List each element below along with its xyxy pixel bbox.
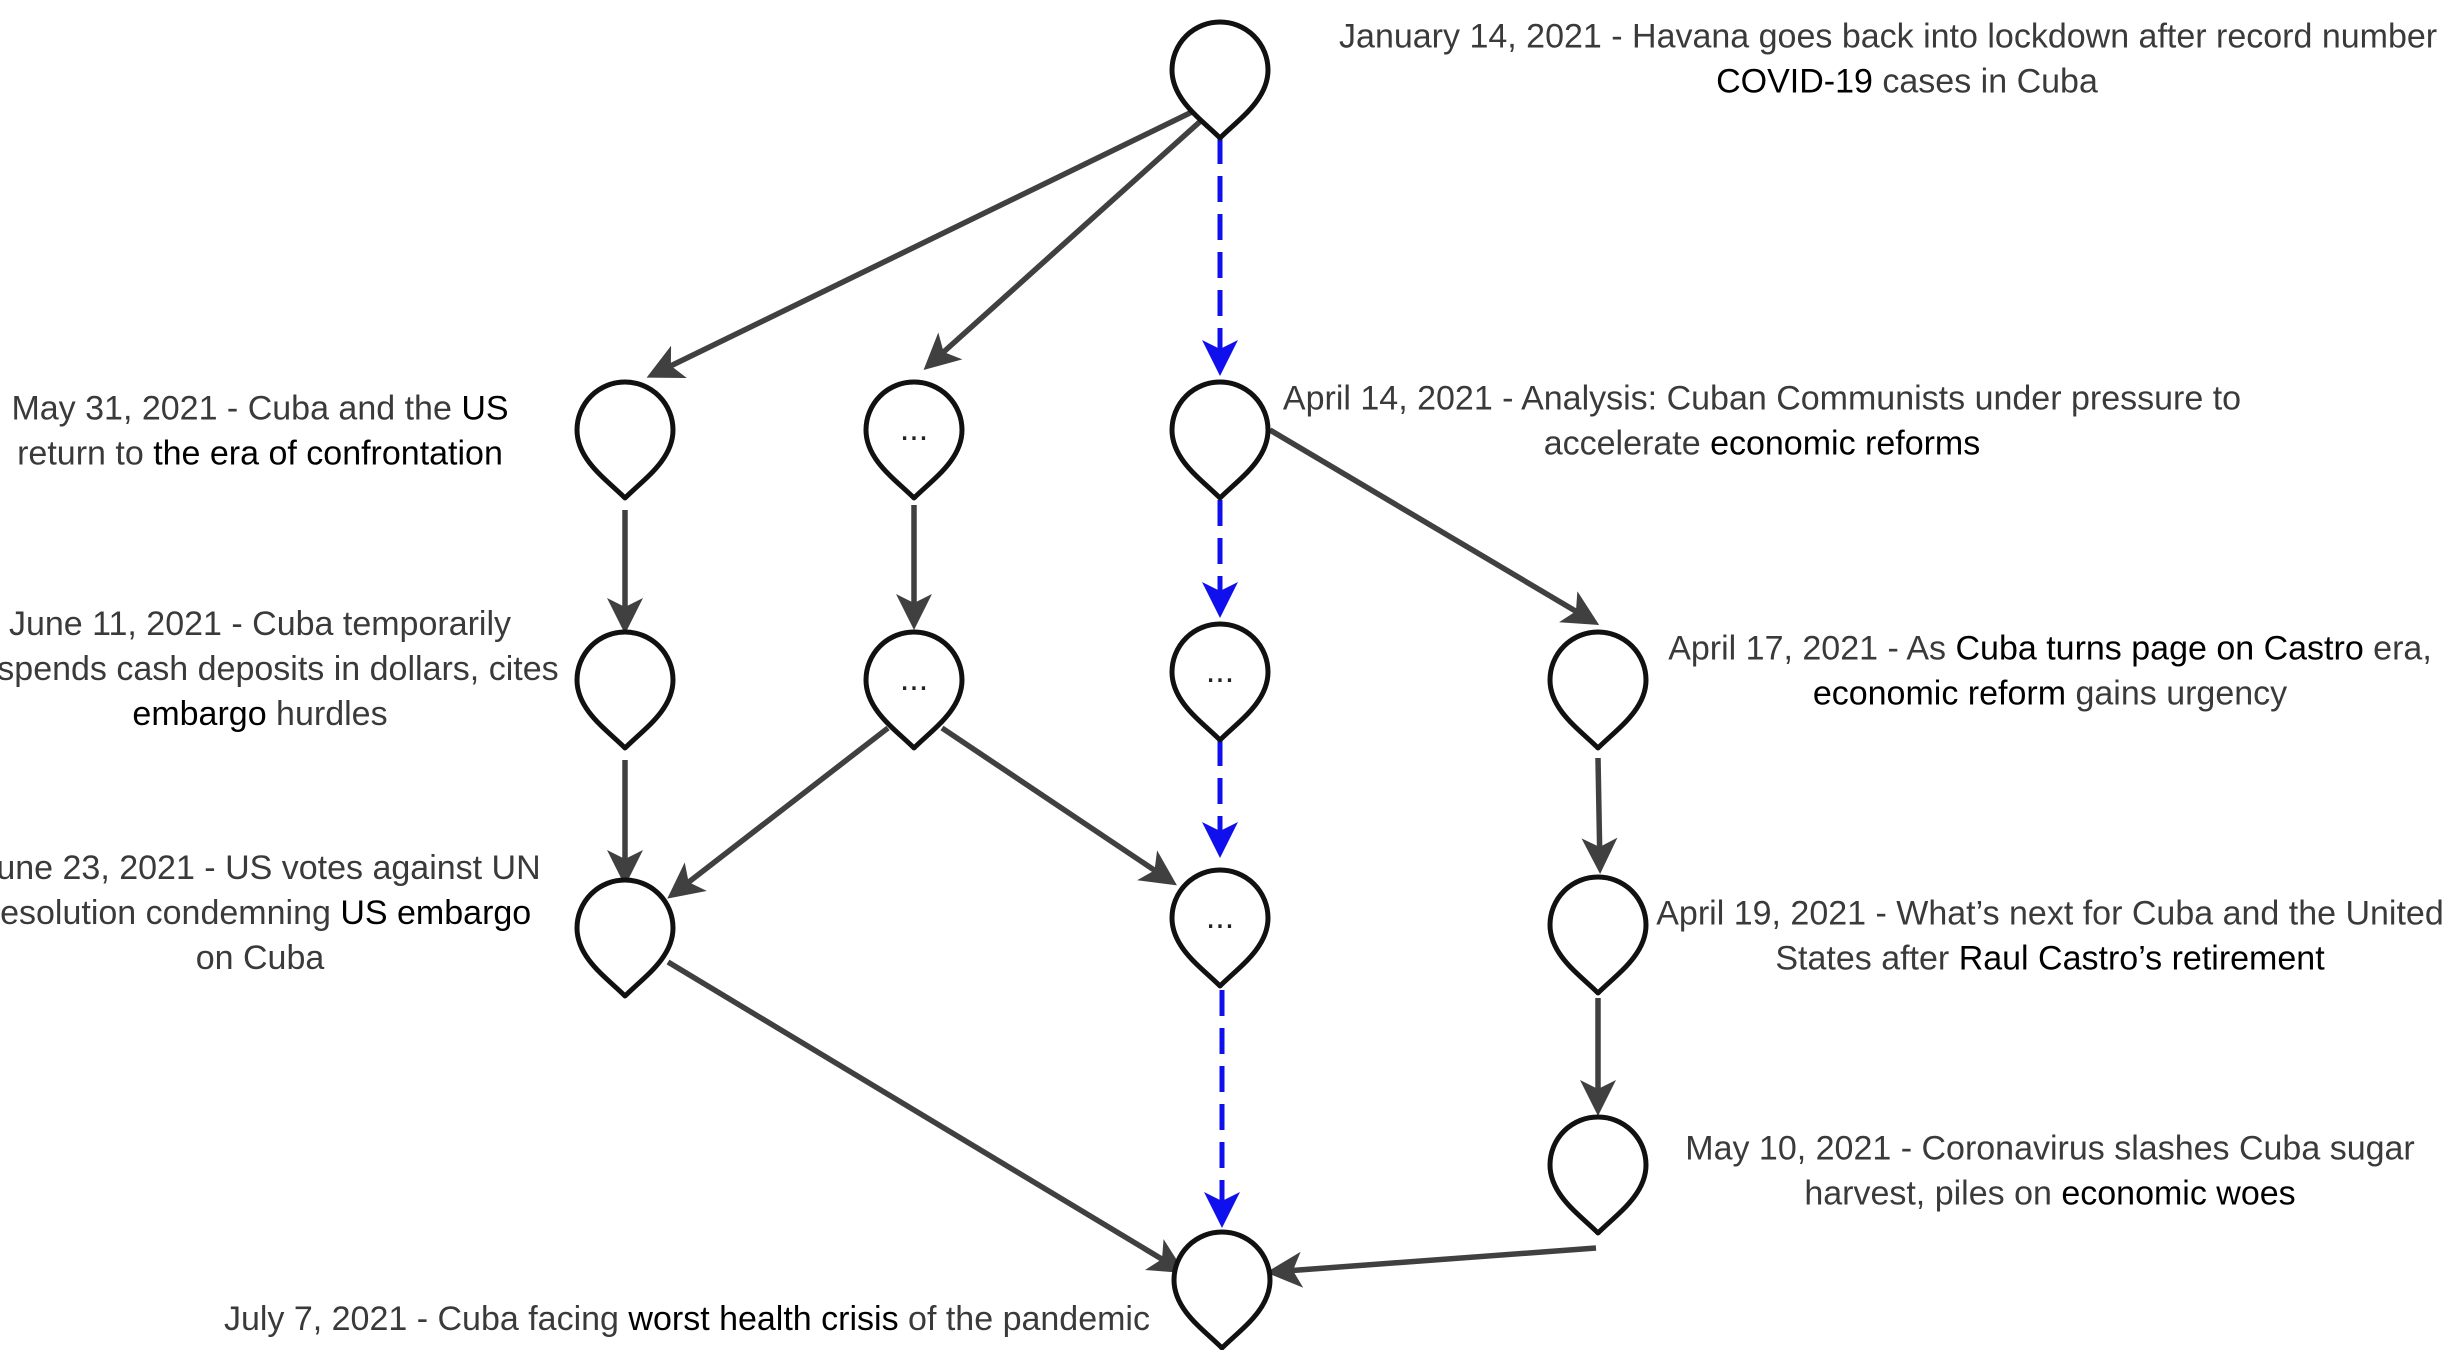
label-text: May 10, 2021 - Coronavirus slashes Cuba … xyxy=(1685,1130,2415,1168)
label-text: April 14, 2021 - Analysis: Cuban Communi… xyxy=(1283,380,2241,418)
node-ellipsis: ... xyxy=(1206,898,1234,936)
node-pin-n_may10 xyxy=(1547,1114,1649,1236)
node-label-line: harvest, piles on economic woes xyxy=(1804,1175,2295,1213)
label-text: June 23, 2021 - US votes against UN xyxy=(0,849,541,887)
node-label-line: April 14, 2021 - Analysis: Cuban Communi… xyxy=(1283,380,2241,418)
label-highlight: worst health crisis xyxy=(627,1300,898,1338)
label-highlight: US embargo xyxy=(340,894,531,932)
edge-n_apr14-to-n_apr17 xyxy=(1268,427,1600,626)
node-label-line: States after Raul Castro’s retirement xyxy=(1775,940,2325,978)
label-text: January 14, 2021 - Havana goes back into… xyxy=(1339,18,2448,56)
node-label-line: economic reform gains urgency xyxy=(1813,675,2287,713)
label-text: harvest, piles on xyxy=(1804,1175,2061,1213)
label-text: resolution condemning xyxy=(0,894,340,932)
labels: January 14, 2021 - Havana goes back into… xyxy=(0,18,2448,1339)
edges xyxy=(607,107,1618,1288)
edge-n_may10-to-n_jul7 xyxy=(1266,1245,1597,1288)
node-label-line: May 31, 2021 - Cuba and the US xyxy=(11,390,508,428)
node-label-line: April 17, 2021 - As Cuba turns page on C… xyxy=(1668,630,2432,668)
label-text: return to xyxy=(17,435,153,473)
label-text: July 7, 2021 - Cuba facing xyxy=(224,1300,628,1338)
node-pin-n_may31 xyxy=(574,379,676,501)
node-label-line: July 7, 2021 - Cuba facing worst health … xyxy=(224,1300,1150,1338)
nodes: ............ xyxy=(574,19,1649,1351)
node-label-line: suspends cash deposits in dollars, cites xyxy=(0,650,559,688)
label-text: April 19, 2021 - What’s next for Cuba an… xyxy=(1656,895,2444,933)
node-label-line: on Cuba xyxy=(196,939,325,977)
node-label-line: May 10, 2021 - Coronavirus slashes Cuba … xyxy=(1685,1130,2415,1168)
node-pin-n_apr17 xyxy=(1547,629,1649,751)
node-label-line: embargo hurdles xyxy=(132,695,387,733)
label-highlight: Raul Castro’s retirement xyxy=(1959,940,2326,978)
node-pin-n_dotsB xyxy=(863,629,965,751)
node-pin-n_jul7 xyxy=(1171,1229,1273,1351)
node-pin-n_apr14 xyxy=(1169,379,1271,501)
label-highlight: embargo xyxy=(132,695,266,733)
node-pin-n_dotsD xyxy=(1169,867,1271,989)
label-text: era, xyxy=(2364,630,2432,668)
edge-n_dotsB-to-n_dotsD xyxy=(940,725,1177,886)
node-pin-n_dotsA xyxy=(863,379,965,501)
label-highlight: US xyxy=(461,390,508,428)
edge-n_jan14-to-n_may31 xyxy=(646,107,1198,379)
label-text: May 31, 2021 - Cuba and the xyxy=(11,390,461,428)
label-text: June 11, 2021 - Cuba temporarily xyxy=(9,605,511,643)
node-label-line: June 11, 2021 - Cuba temporarily xyxy=(9,605,511,643)
node-label-line: return to the era of confrontation xyxy=(17,435,503,473)
node-pin-n_dotsC xyxy=(1169,621,1271,743)
node-label-line: COVID-19 cases in Cuba xyxy=(1716,63,2098,101)
label-highlight: the era of confrontation xyxy=(153,435,503,473)
edge-n_apr17-to-n_apr19 xyxy=(1581,757,1618,874)
node-pin-n_jun11 xyxy=(574,629,676,751)
node-pin-n_jun23 xyxy=(574,877,676,999)
label-text: cases in Cuba xyxy=(1873,63,2098,101)
node-label-line: January 14, 2021 - Havana goes back into… xyxy=(1339,18,2448,56)
label-highlight: economic woes xyxy=(2061,1175,2295,1213)
label-text: accelerate xyxy=(1544,425,1710,463)
label-text: of the pandemic xyxy=(899,1300,1150,1338)
node-label-line: accelerate economic reforms xyxy=(1544,425,1981,463)
edge-n_dotsB-to-n_jun23 xyxy=(667,725,890,899)
node-label-line: April 19, 2021 - What’s next for Cuba an… xyxy=(1656,895,2444,933)
label-highlight: Cuba turns page on Castro xyxy=(1955,630,2363,668)
label-text: hurdles xyxy=(267,695,388,733)
node-pin-n_apr19 xyxy=(1547,874,1649,996)
label-text: April 17, 2021 - As xyxy=(1668,630,1955,668)
edge-n_jun23-to-n_jul7 xyxy=(666,959,1186,1274)
label-text: gains urgency xyxy=(2066,675,2287,713)
label-text: States after xyxy=(1775,940,1958,978)
node-label-line: resolution condemning US embargo xyxy=(0,894,531,932)
label-text: suspends cash deposits in dollars, cites xyxy=(0,650,559,688)
node-pin-n_jan14 xyxy=(1169,19,1271,141)
label-text: on Cuba xyxy=(196,939,325,977)
label-highlight: economic reform xyxy=(1813,675,2066,713)
node-ellipsis: ... xyxy=(900,410,928,448)
label-highlight: economic reforms xyxy=(1710,425,1980,463)
node-ellipsis: ... xyxy=(900,660,928,698)
edge-n_jan14-to-n_dotsA xyxy=(923,115,1206,371)
label-highlight: COVID-19 xyxy=(1716,63,1873,101)
node-ellipsis: ... xyxy=(1206,652,1234,690)
node-label-line: June 23, 2021 - US votes against UN xyxy=(0,849,541,887)
